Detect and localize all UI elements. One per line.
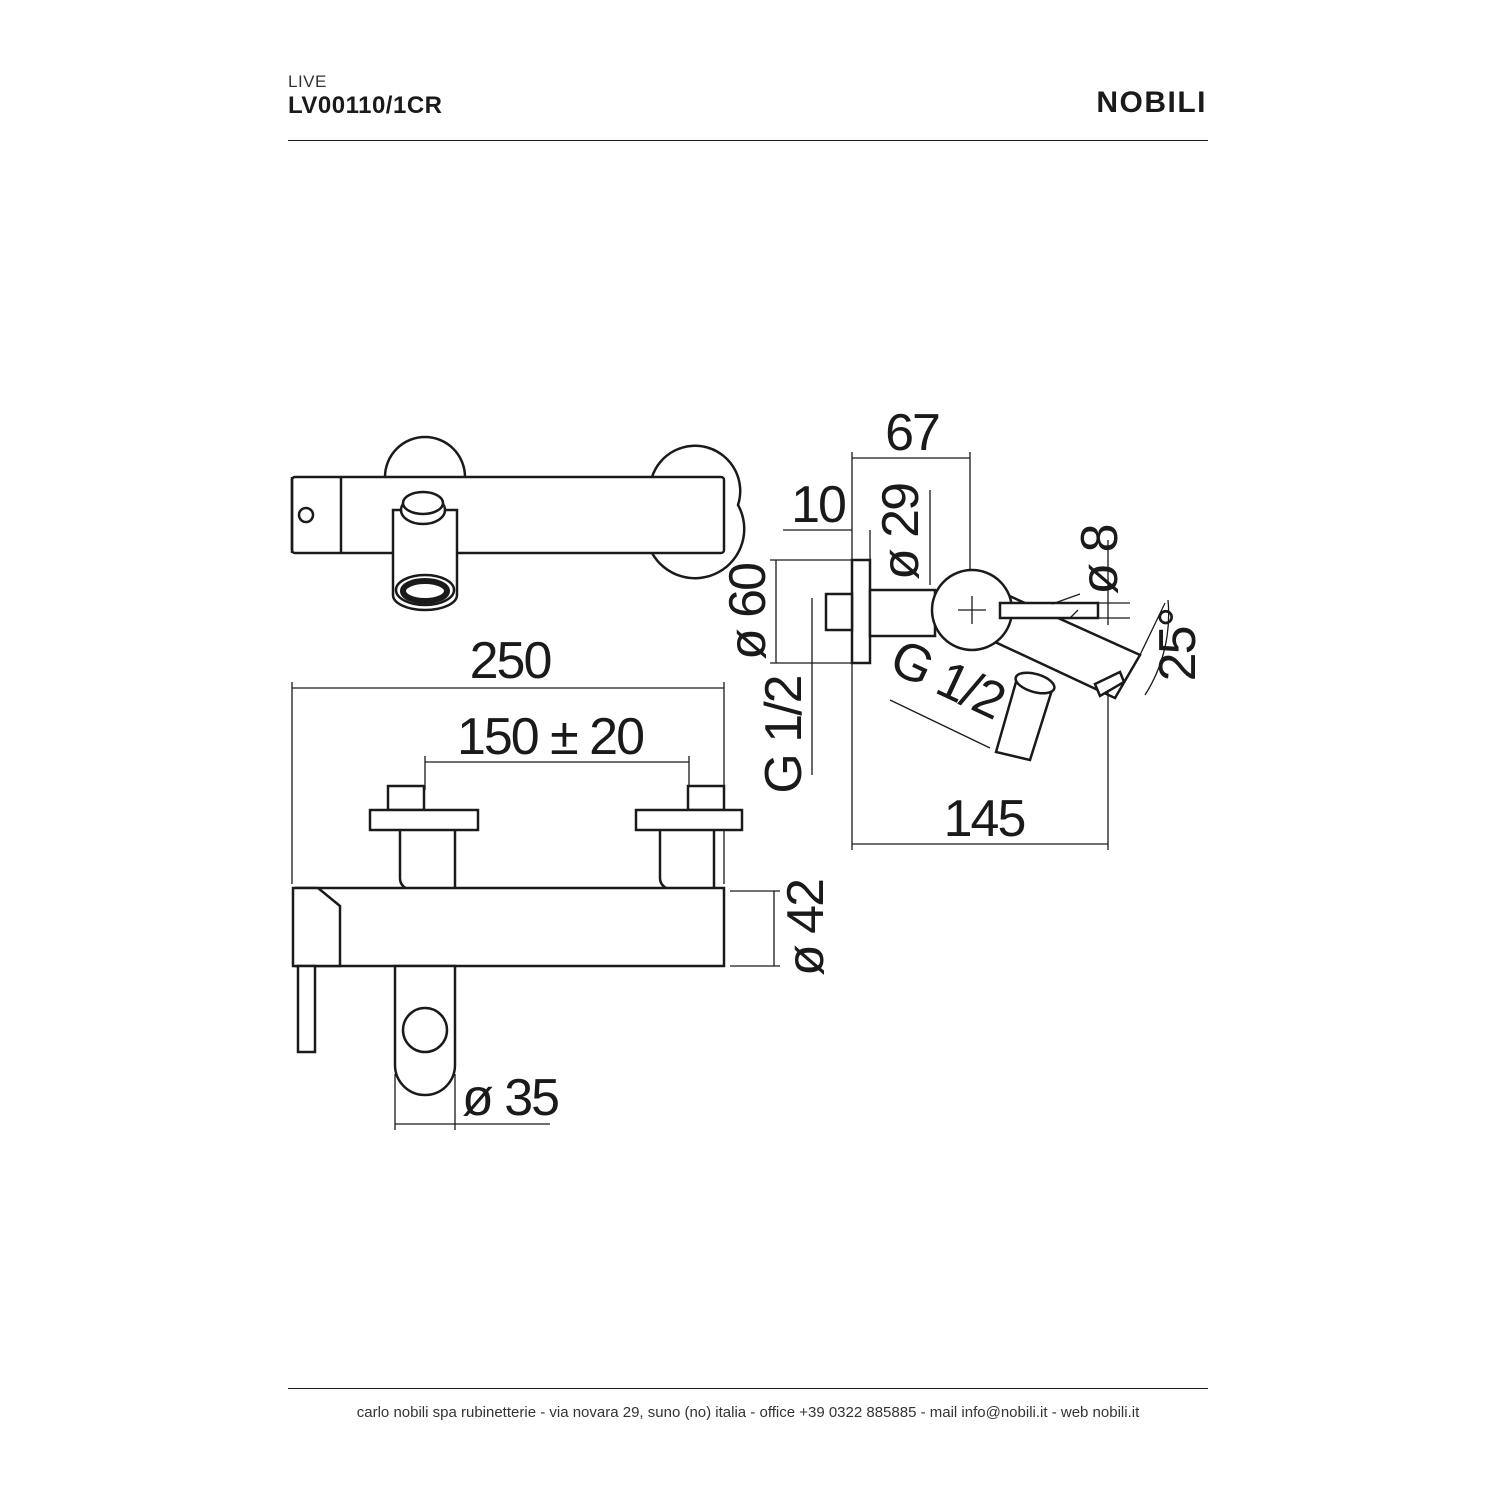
spout-aerator-side [1093,670,1126,698]
dim-lever-diameter: ø 8 [1071,525,1129,594]
right-connector [658,830,716,894]
dim-flange-diameter: ø 60 [719,564,777,660]
footer-divider [288,1388,1208,1389]
side-lever [998,601,1100,620]
series-name: LIVE [288,72,327,91]
brand-logo: NOBILI [1096,86,1207,119]
lever-base [291,886,342,968]
spout [393,964,457,1097]
dim-flange-thickness: 10 [791,476,845,534]
left-connector [398,830,457,894]
body-top-view [290,475,726,555]
lever-pin [297,506,315,524]
dim-projection: 145 [944,790,1025,848]
company-footer: carlo nobili spa rubinetterie - via nova… [356,1404,1140,1421]
dim-centers: 150 ± 20 [457,708,643,766]
diverter-knob-side [1014,671,1056,695]
left-escutcheon-top [383,435,467,478]
dim-spout-diameter: ø 35 [462,1069,558,1127]
inlet-fitting [824,592,854,632]
dim-depth: 67 [885,404,939,462]
side-view: 67 10 ø 29 ø 60 G 1/2 ø 8 25° [719,404,1207,850]
dim-spout-angle: 25° [1149,609,1207,682]
front-view: 250 150 ± 20 ø 42 ø 35 [291,632,835,1130]
right-escutcheon-top [650,444,746,580]
angle-arc [1144,599,1170,696]
lever-cap-top [290,477,343,553]
lever-handle [296,964,317,1054]
dim-body-diameter: ø 42 [777,880,835,976]
spout-aerator [401,1006,449,1054]
dim-pipe-diameter: ø 29 [872,484,930,580]
header-divider [288,140,1208,141]
aerator-ring [400,578,450,604]
diverter-knob-cap [401,490,445,516]
right-escutcheon [634,808,744,832]
right-union-nut [686,784,726,812]
left-escutcheon [368,808,480,832]
wall-flange [850,558,872,665]
dim-inlet-thread: G 1/2 [755,676,813,793]
top-view [290,435,746,612]
left-union-nut [386,784,426,812]
connecting-pipe [868,588,937,638]
mixer-body [294,886,726,968]
dim-overall-width: 250 [470,632,551,690]
product-code: LV00110/1CR [288,92,443,119]
